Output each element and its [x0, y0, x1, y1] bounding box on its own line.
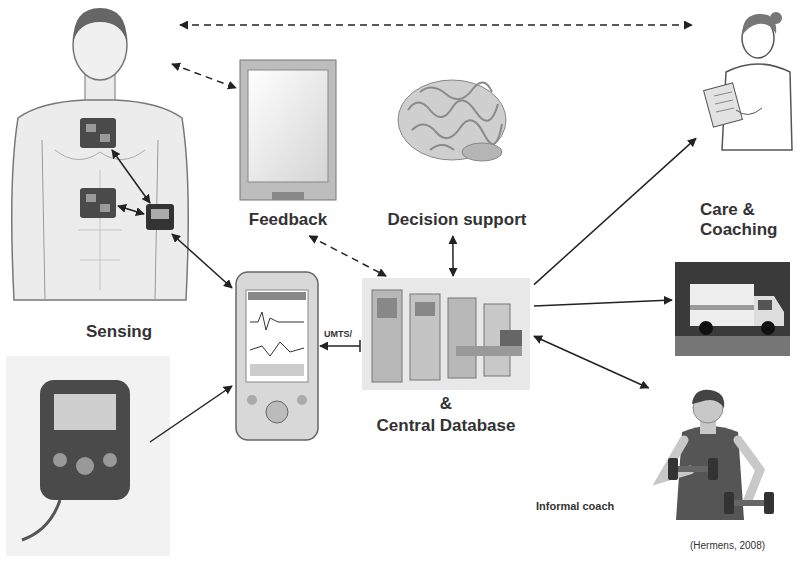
link-arrows	[112, 25, 692, 442]
connector	[309, 236, 386, 276]
node-label: Feedback	[238, 210, 338, 230]
connector	[452, 236, 454, 276]
database-node: &Central Database	[360, 276, 534, 448]
node-label: &	[360, 394, 532, 414]
ambulance-photo	[675, 262, 790, 356]
node-label: Informal coach	[536, 500, 632, 513]
care-node: Care & Coaching	[696, 2, 794, 250]
pda-device	[236, 272, 318, 440]
network-label: UMTS/	[323, 329, 353, 340]
feedback-node: Feedback	[238, 58, 340, 236]
tv-screen	[240, 60, 336, 200]
informal-coach-node: Informal coach	[536, 388, 792, 534]
server-photo	[362, 278, 530, 390]
node-label: Decision support	[372, 210, 542, 230]
woman-photo	[662, 390, 774, 520]
nurse-figure	[704, 12, 792, 150]
citation: (Hermens, 2008)	[690, 540, 765, 552]
connector	[534, 138, 696, 284]
sensing-node: Sensing	[4, 318, 176, 558]
node-label: Sensing	[86, 322, 174, 342]
decision-node: Decision support	[372, 75, 544, 236]
node-label: Care & Coaching	[700, 200, 792, 241]
glucose-meter-photo	[6, 356, 170, 556]
connector	[534, 336, 649, 388]
man-figure	[12, 8, 189, 300]
brain-image	[398, 80, 506, 161]
node-label: Central Database	[360, 416, 532, 436]
